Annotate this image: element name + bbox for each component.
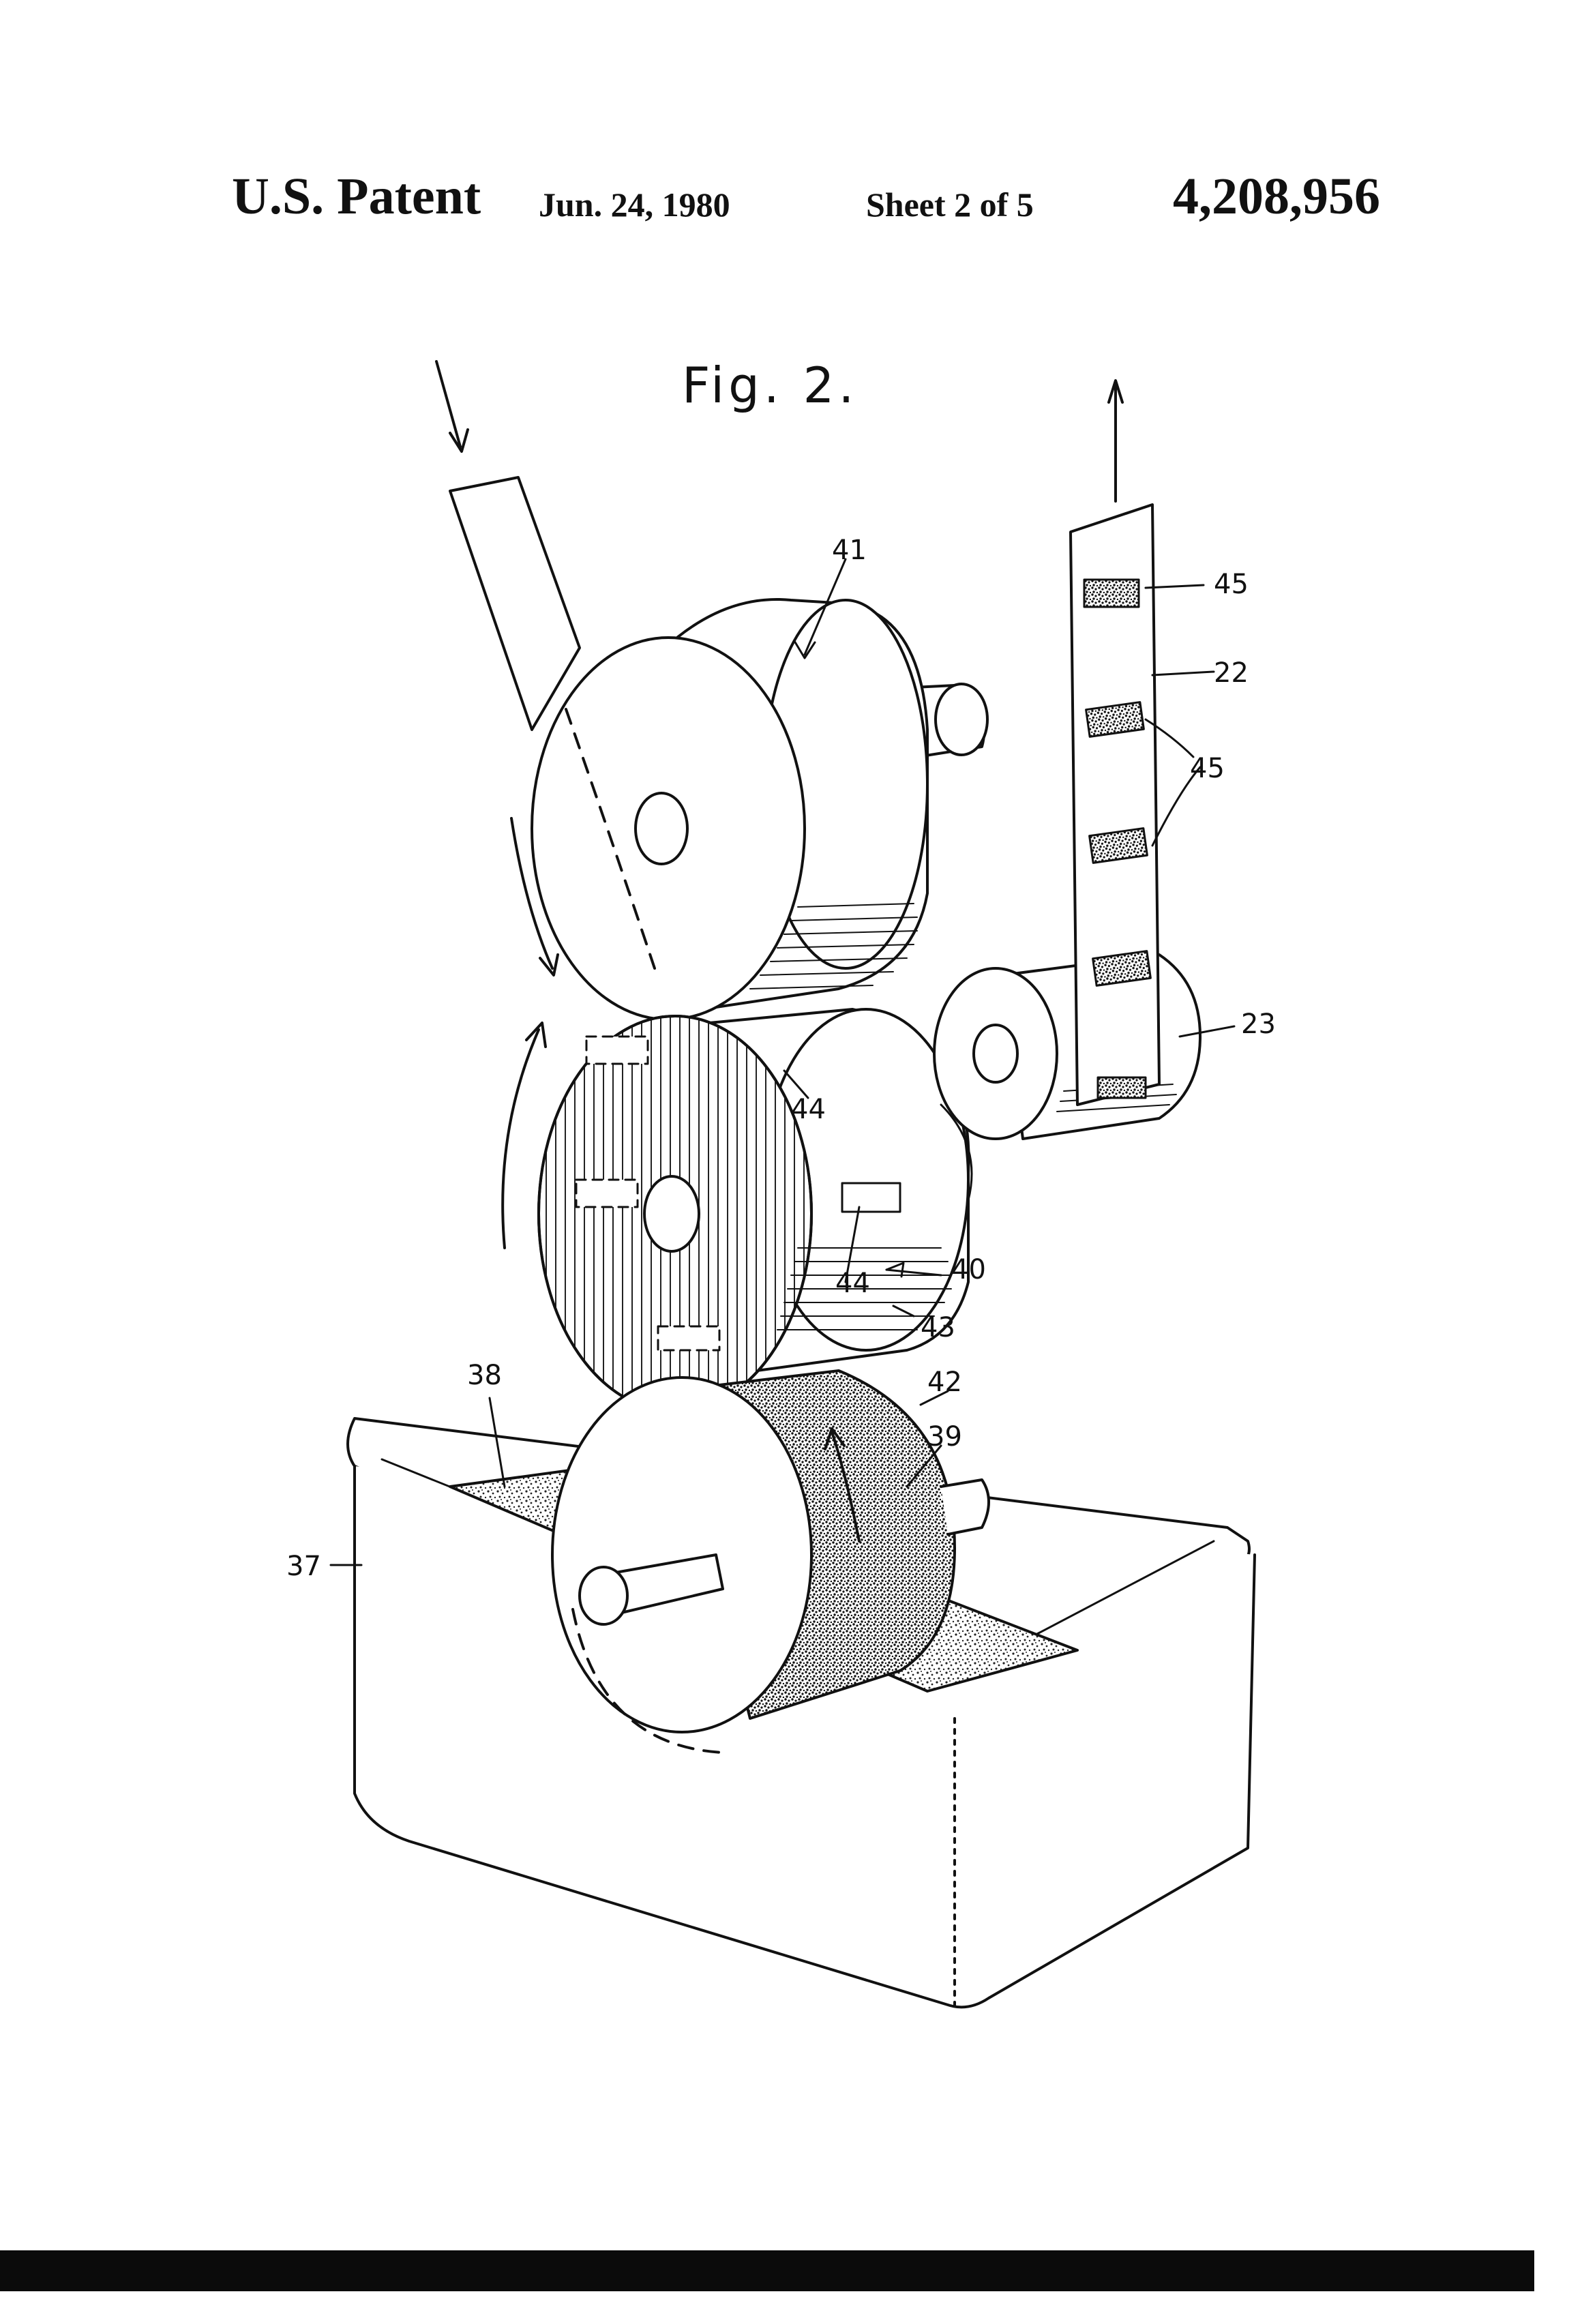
ref-22: 22: [1214, 657, 1249, 689]
ref-44-lower: 44: [835, 1268, 870, 1299]
outgoing-arrow: [1109, 381, 1122, 501]
roller-41: [532, 599, 987, 1019]
ref-40: 40: [951, 1254, 986, 1285]
bottom-scan-border: [0, 2250, 1534, 2291]
ref-44-upper: 44: [791, 1094, 826, 1125]
ref-23: 23: [1241, 1009, 1276, 1040]
ref-42: 42: [927, 1367, 962, 1398]
incoming-arrow: [436, 361, 468, 451]
web-strip-22: [1071, 505, 1159, 1105]
ref-39: 39: [927, 1421, 962, 1452]
roller-40: [539, 1009, 972, 1412]
figure-label: Fig. 2.: [682, 357, 858, 414]
ref-45-mid: 45: [1190, 753, 1225, 784]
ref-45-top: 45: [1214, 569, 1249, 600]
roll-23: [934, 955, 1200, 1139]
ref-37: 37: [286, 1551, 321, 1582]
ref-38: 38: [467, 1360, 502, 1391]
ref-43: 43: [921, 1312, 955, 1343]
incoming-web-strip: [450, 477, 580, 730]
ref-41: 41: [832, 535, 867, 566]
